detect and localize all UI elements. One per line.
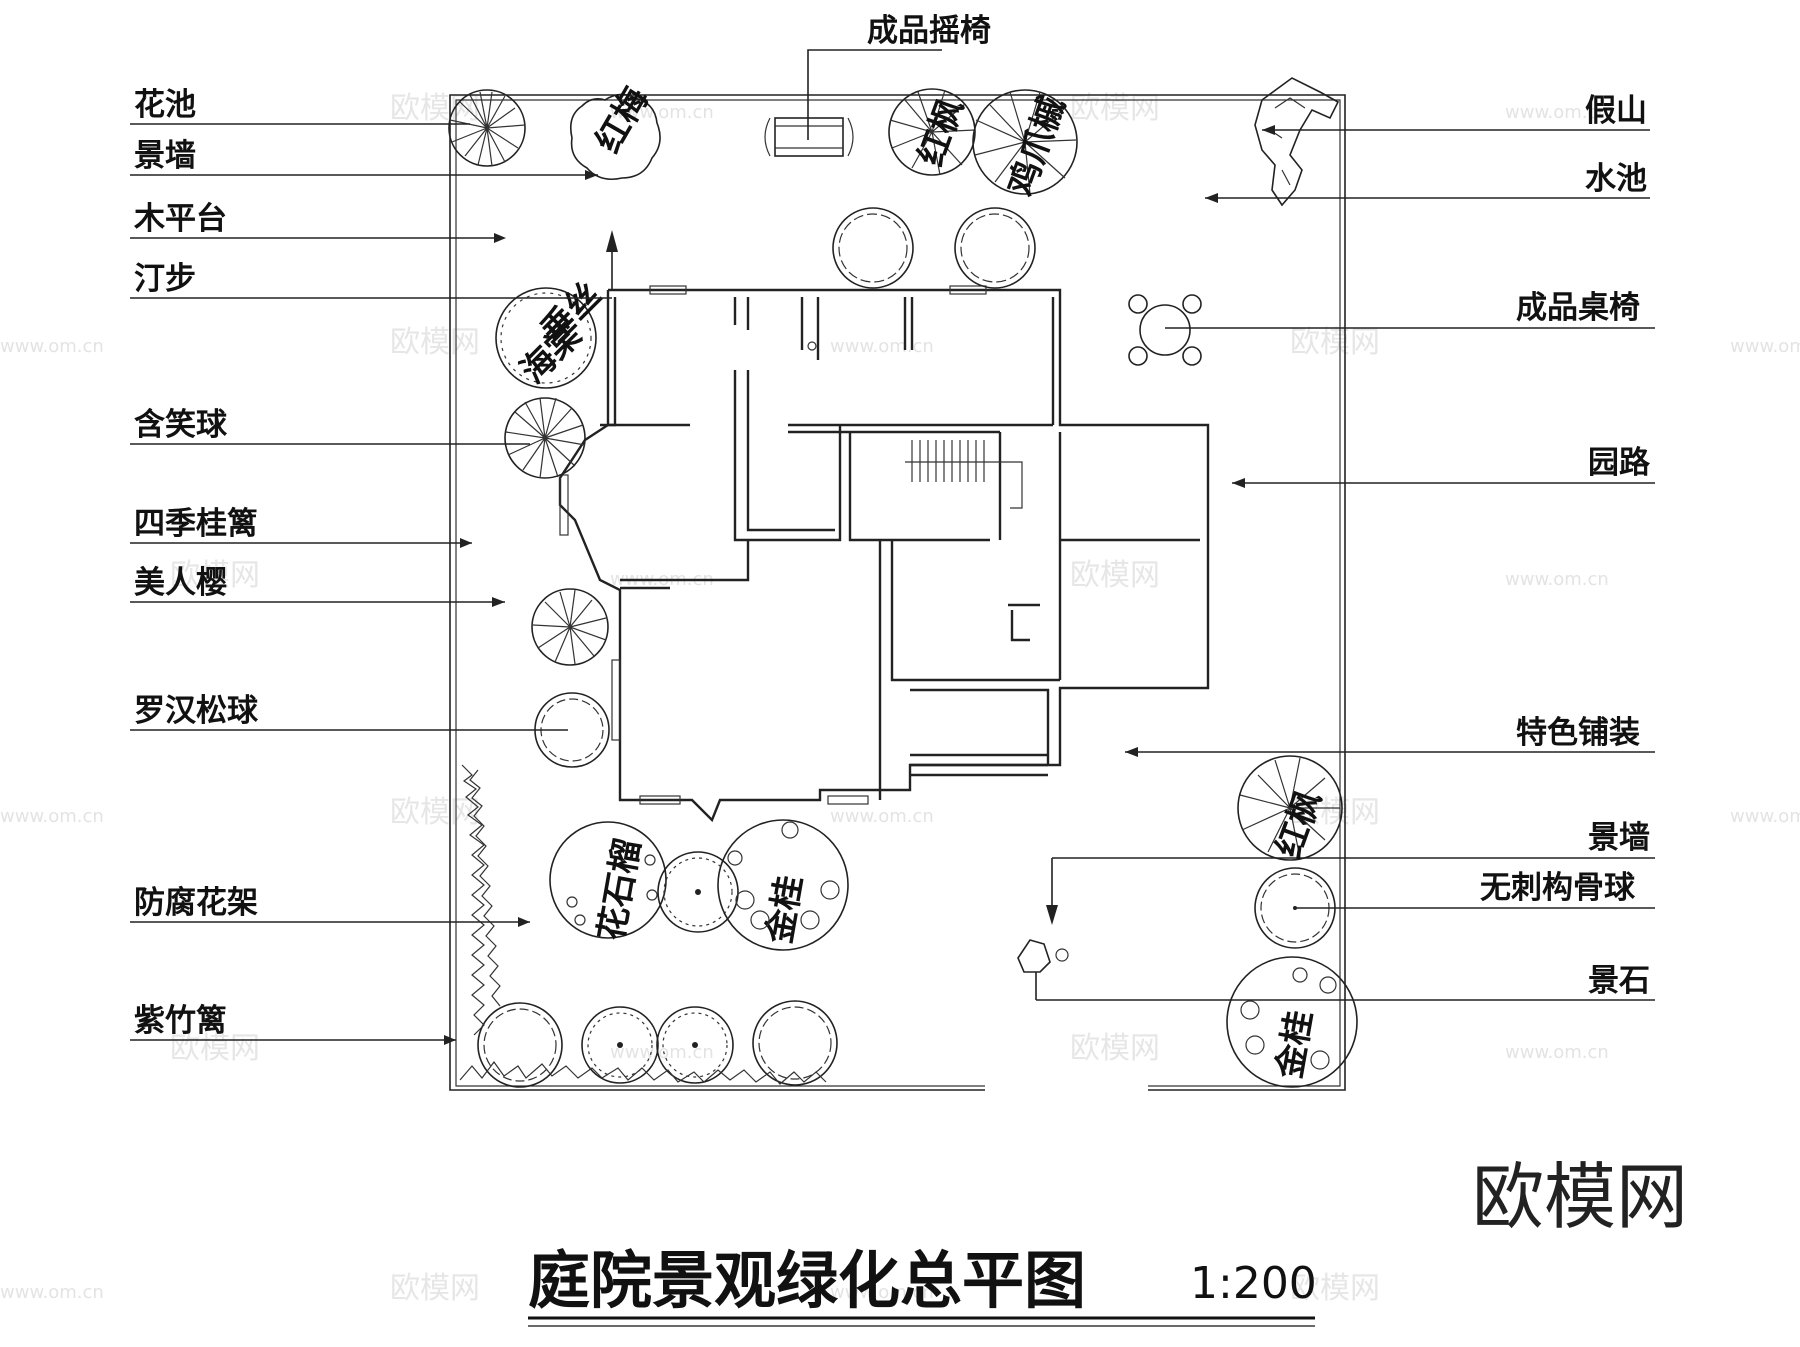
label-feature-wall: 景墙 [134,138,196,174]
leader-lines-left [130,123,612,1045]
shrub-ball-top-right [954,207,1036,289]
shrub-ball-bottom-1 [477,1002,563,1088]
plant-label-hongfeng-top: 红枫 [911,93,972,171]
watermark-url: www.om.cn [610,1042,714,1063]
staircase [905,440,1023,509]
label-flower-bed: 花池 [134,87,196,123]
watermark-url: www.om.cn [1505,1042,1609,1063]
watermark-url: www.om.cn [830,806,934,827]
watermark-layer: 欧模网 欧模网 欧模网 欧模网 欧模网 欧模网 欧模网 欧模网 欧模网 欧模网 … [0,91,1800,1306]
drawing-scale: 1:200 [1190,1258,1317,1309]
label-stepping-stones: 汀步 [134,261,196,297]
label-wood-deck: 木平台 [133,201,227,237]
site-arrows [606,230,1385,925]
watermark: 欧模网 [1070,91,1160,126]
right-labels: 假山 水池 成品桌椅 园路 特色铺装 景墙 无刺构骨球 景石 [1480,93,1651,999]
shrub-ball-middle [657,851,739,933]
plant-label-jingui-right: 金桂 [1269,1008,1320,1083]
osmanthus-tree-right: 金桂 [1226,956,1358,1088]
red-maple-tree-right: 红枫 [1237,755,1343,863]
watermark: 欧模网 [1290,325,1380,360]
shrub-ball-bottom-3 [656,1006,734,1084]
plant-label-jizhuaqi: 鸡爪槭 [1001,92,1073,202]
label-garden-path: 园路 [1588,445,1651,481]
table-chairs [1128,294,1202,366]
watermark: 欧模网 [170,558,260,593]
watermark-url: www.om.cn [0,806,104,827]
watermark: 欧模网 [390,1271,480,1306]
watermark: 欧模网 [1070,558,1160,593]
shrub-ball-bottom-4 [752,1000,838,1086]
label-michelia-ball: 含笑球 [134,407,228,443]
shrub-ball-top-left [832,207,914,289]
pomegranate-tree: 花石榴 [549,821,667,944]
bamboo-hedge [459,764,827,1085]
landscape-stone [1017,939,1385,1001]
watermark-url: www.om.cn [1505,102,1609,123]
watermark: 欧模网 [1070,1031,1160,1066]
watermark-url: www.om.cn [1730,806,1800,827]
watermark: 欧模网 [390,325,480,360]
site-boundary [449,94,1346,1091]
leader-line-top [807,49,942,140]
label-rocking-chair: 成品摇椅 [867,13,991,49]
brand-logo: 欧模网 [1472,1155,1688,1239]
japanese-maple-tree: 鸡爪槭 [972,89,1078,202]
label-rockery: 假山 [1585,93,1647,129]
watermark: 欧模网 [1290,1271,1380,1306]
watermark-url: www.om.cn [1505,569,1609,590]
label-osmanthus-hedge: 四季桂篱 [134,506,258,542]
rockery [1254,77,1340,207]
red-maple-tree-top: 红枫 [888,88,976,176]
verbena-ball [531,588,609,666]
flower-bed-tree [448,89,526,167]
label-pergola: 防腐花架 [134,885,258,921]
label-pond: 水池 [1585,161,1647,197]
label-verbena: 美人樱 [134,565,227,601]
watermark-url: www.om.cn [830,1282,934,1303]
label-feature-wall-right: 景墙 [1588,820,1650,856]
watermark-url: www.om.cn [610,102,714,123]
watermark-url: www.om.cn [1730,336,1800,357]
trees: 红梅 红枫 鸡爪槭 垂丝 海棠 [448,81,1358,1088]
label-bamboo-hedge: 紫竹篱 [134,1003,227,1039]
crabapple-tree: 垂丝 海棠 [495,275,609,391]
watermark: 欧模网 [390,795,480,830]
label-podocarpus-ball: 罗汉松球 [134,693,259,729]
michelia-ball [504,397,586,479]
watermark-url: www.om.cn [0,1282,104,1303]
label-feature-paving: 特色铺装 [1516,715,1640,751]
watermark: 欧模网 [1290,795,1380,830]
label-table-chairs: 成品桌椅 [1516,290,1640,326]
label-landscape-stone: 景石 [1588,963,1650,999]
label-holly-ball: 无刺构骨球 [1480,870,1636,906]
watermark-url: www.om.cn [0,336,104,357]
leader-lines-right [1125,125,1655,1001]
rocking-chair [764,117,854,157]
building-footprint [558,285,1210,823]
shrub-ball-bottom-2 [581,1006,659,1084]
drawing-title: 庭院景观绿化总平图 [528,1244,1086,1317]
watermark-url: www.om.cn [830,336,934,357]
left-labels: 花池 景墙 木平台 汀步 含笑球 四季桂篱 美人樱 罗汉松球 防腐花架 紫竹篱 [133,87,259,1039]
plant-label-jingui-left: 金桂 [759,873,810,948]
watermark: 欧模网 [170,1031,260,1066]
